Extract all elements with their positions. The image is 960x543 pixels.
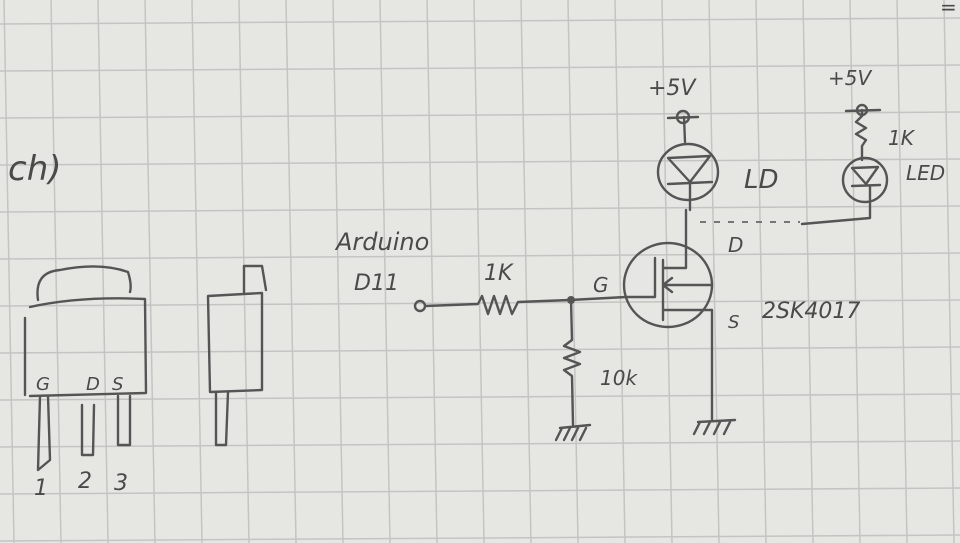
terminal-circle: [675, 109, 691, 125]
grid-line: [0, 17, 960, 25]
grid-line: [0, 393, 960, 401]
pulldown-label: 10k: [600, 366, 638, 390]
led-symbol: [800, 156, 889, 226]
grid-line: [144, 0, 156, 543]
grid-line: [332, 0, 344, 543]
input-label: Arduino: [334, 228, 429, 256]
ground-icon: [692, 418, 737, 436]
grid-line: [0, 346, 960, 354]
transistor-part-number: 2SK4017: [762, 299, 860, 324]
grid-line: [0, 534, 960, 542]
package-front-view: G D S 1 2 3: [23, 265, 148, 501]
grid-line: [191, 0, 203, 543]
grid-line: [285, 0, 297, 543]
package-side-view: [206, 264, 268, 447]
terminal-circle: [855, 103, 869, 117]
grid-line: [802, 0, 814, 543]
grid-line: [520, 0, 532, 543]
corner-mark: =: [940, 0, 957, 19]
grid-line: [0, 64, 960, 72]
pulldown-resistor: [554, 298, 592, 442]
pin-number-1: 1: [34, 476, 48, 501]
gate-wire: [423, 294, 628, 316]
input-pin: D11: [354, 271, 399, 296]
grid-line: [3, 0, 15, 543]
drain-label: D: [728, 233, 743, 257]
mosfet-symbol: [622, 208, 714, 422]
grid-line: [614, 0, 626, 543]
grid-line: [661, 0, 673, 543]
grid-line: [0, 252, 960, 260]
pin-label-d: D: [86, 374, 100, 395]
grid-line: [97, 0, 109, 543]
source-label: S: [728, 312, 739, 333]
gate-label: G: [593, 273, 609, 297]
grid-line: [379, 0, 391, 543]
grid-line: [0, 299, 960, 307]
grid-line: [473, 0, 485, 543]
title-fragment: ch): [8, 149, 62, 189]
grid-line: [0, 487, 960, 495]
grid-line: [943, 0, 955, 543]
input-terminal: [413, 299, 427, 313]
grid-line: [849, 0, 861, 543]
load-alt-label: LED: [906, 161, 945, 185]
grid-line: [0, 158, 960, 166]
grid-line: [0, 111, 960, 119]
supply-main-terminal: [666, 115, 700, 144]
grid-line: [426, 0, 438, 543]
grid-line: [708, 0, 720, 543]
pin-label-g: G: [36, 374, 50, 395]
alt-resistor: [844, 108, 882, 162]
supply-main-label: +5V: [648, 76, 697, 101]
grid-line: [896, 0, 908, 543]
grid-line: [0, 205, 960, 213]
alt-resistor-label: 1K: [888, 126, 916, 150]
pin-number-3: 3: [114, 471, 128, 496]
grid-line: [567, 0, 579, 543]
load-main-label: LD: [744, 165, 779, 195]
supply-alt-label: +5V: [828, 66, 872, 90]
pin-label-s: S: [112, 374, 123, 395]
grid-line: [0, 440, 960, 448]
grid-line: [755, 0, 767, 543]
gate-resistor-label: 1K: [484, 261, 514, 286]
laser-diode-symbol: [656, 142, 720, 212]
pin-number-2: 2: [78, 469, 92, 494]
